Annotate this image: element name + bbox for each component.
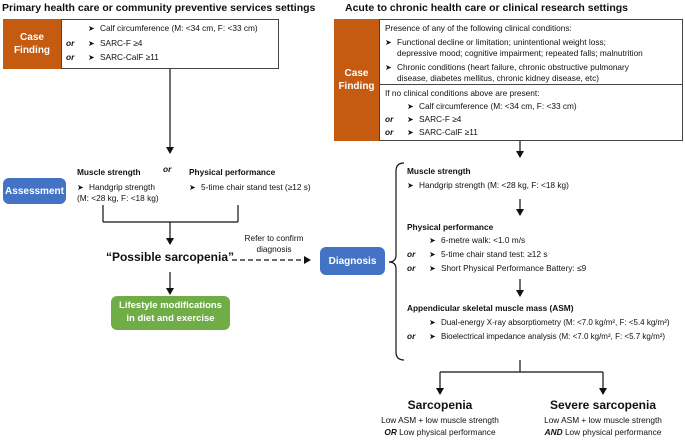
cond2-line1: ➤Chronic conditions (heart failure, chro…: [385, 62, 629, 72]
bullet-arrow-icon: ➤: [407, 181, 414, 190]
bullet-arrow-icon: ➤: [88, 53, 95, 62]
bullet-arrow-icon: ➤: [429, 264, 436, 273]
left-muscle-strength-title: Muscle strength: [77, 167, 141, 177]
bullet-arrow-icon: ➤: [407, 102, 414, 111]
left-cf-item-1: or ➤ SARC-F ≥4: [66, 38, 143, 48]
refer-text-line1: Refer to confirm: [244, 233, 304, 243]
bullet-arrow-icon: ➤: [88, 39, 95, 48]
left-cf-item-2: or ➤ SARC-CalF ≥11: [66, 52, 159, 62]
cond2-line2: disease, diabetes mellitus, chronic kidn…: [397, 73, 599, 83]
right-header: Acute to chronic health care or clinical…: [345, 2, 629, 14]
asm-item-1: or ➤ Bioelectrical impedance analysis (M…: [407, 331, 666, 341]
pp-item-2: or ➤ Short Physical Performance Battery:…: [407, 263, 587, 273]
severe-line1: Low ASM + low muscle strength: [544, 415, 662, 425]
asm-list: ➤ Dual-energy X-ray absorptiometry (M: <…: [407, 317, 670, 342]
bullet-arrow-icon: ➤: [77, 183, 84, 192]
left-handgrip: ➤Handgrip strength: [77, 182, 155, 192]
left-physical-performance-title: Physical performance: [189, 167, 276, 177]
sarcopenia-line2: OR Low physical performance: [384, 427, 496, 437]
if-no-text: If no clinical conditions above are pres…: [385, 88, 540, 98]
lifestyle-box: Lifestyle modifications in diet and exer…: [111, 296, 230, 330]
right-cf-item-2: or ➤ SARC-CalF ≥11: [385, 127, 478, 137]
left-case-finding-label: Case Finding: [3, 19, 61, 69]
right-cf-screening: If no clinical conditions above are pres…: [380, 84, 682, 141]
left-chair-stand: ➤5-time chair stand test (≥12 s): [189, 182, 311, 192]
left-cf-item-0: ➤ Calf circumference (M: <34 cm, F: <33 …: [88, 23, 258, 33]
right-physical-performance-title: Physical performance: [407, 222, 494, 232]
asm-item-0: ➤ Dual-energy X-ray absorptiometry (M: <…: [429, 318, 670, 327]
bullet-arrow-icon: ➤: [407, 128, 414, 137]
right-handgrip: ➤Handgrip strength (M: <28 kg, F: <18 kg…: [407, 180, 569, 190]
bullet-arrow-icon: ➤: [429, 332, 436, 341]
diagnosis-label: Diagnosis: [320, 247, 385, 275]
bullet-arrow-icon: ➤: [429, 318, 436, 327]
bullet-arrow-icon: ➤: [429, 236, 436, 245]
assessment-label: Assessment: [3, 178, 66, 204]
right-muscle-strength-title: Muscle strength: [407, 166, 471, 176]
asm-title: Appendicular skeletal muscle mass (ASM): [407, 303, 574, 313]
right-case-finding-box: Presence of any of the following clinica…: [379, 19, 683, 141]
sarcopenia-title: Sarcopenia: [407, 398, 473, 412]
bullet-arrow-icon: ➤: [429, 250, 436, 259]
bullet-arrow-icon: ➤: [189, 183, 196, 192]
left-case-finding-box: ➤ Calf circumference (M: <34 cm, F: <33 …: [61, 19, 279, 69]
left-header: Primary health care or community prevent…: [2, 2, 316, 14]
bullet-arrow-icon: ➤: [385, 63, 392, 72]
pp-item-1: or ➤ 5-time chair stand test: ≥12 s: [407, 249, 548, 259]
possible-sarcopenia: “Possible sarcopenia”: [105, 250, 235, 264]
cond1-line2: depressive mood; cognitive impairment; r…: [397, 48, 643, 58]
presence-text: Presence of any of the following clinica…: [385, 23, 572, 33]
right-case-finding-label: Case Finding: [334, 19, 379, 141]
severe-sarcopenia-title: Severe sarcopenia: [549, 398, 657, 412]
left-handgrip-values: (M: <28 kg, F: <18 kg): [77, 193, 159, 203]
right-cf-item-0: ➤ Calf circumference (M: <34 cm, F: <33 …: [407, 101, 577, 111]
pp-item-0: ➤ 6-metre walk: <1.0 m/s: [429, 235, 526, 245]
bullet-arrow-icon: ➤: [407, 115, 414, 124]
diagnosis-brace: [388, 162, 405, 361]
severe-line2: AND Low physical performance: [544, 427, 662, 437]
pp-list: ➤ 6-metre walk: <1.0 m/s or ➤ 5-time cha…: [407, 235, 586, 274]
right-cf-item-1: or ➤ SARC-F ≥4: [385, 114, 462, 124]
right-cf-conditions: Presence of any of the following clinica…: [380, 20, 682, 84]
sarcopenia-line1: Low ASM + low muscle strength: [381, 415, 499, 425]
refer-text-line2: diagnosis: [256, 244, 292, 254]
left-or-word: or: [163, 164, 172, 174]
bullet-arrow-icon: ➤: [385, 38, 392, 47]
cond1-line1: ➤Functional decline or limitation; unint…: [385, 37, 606, 47]
bullet-arrow-icon: ➤: [88, 24, 95, 33]
